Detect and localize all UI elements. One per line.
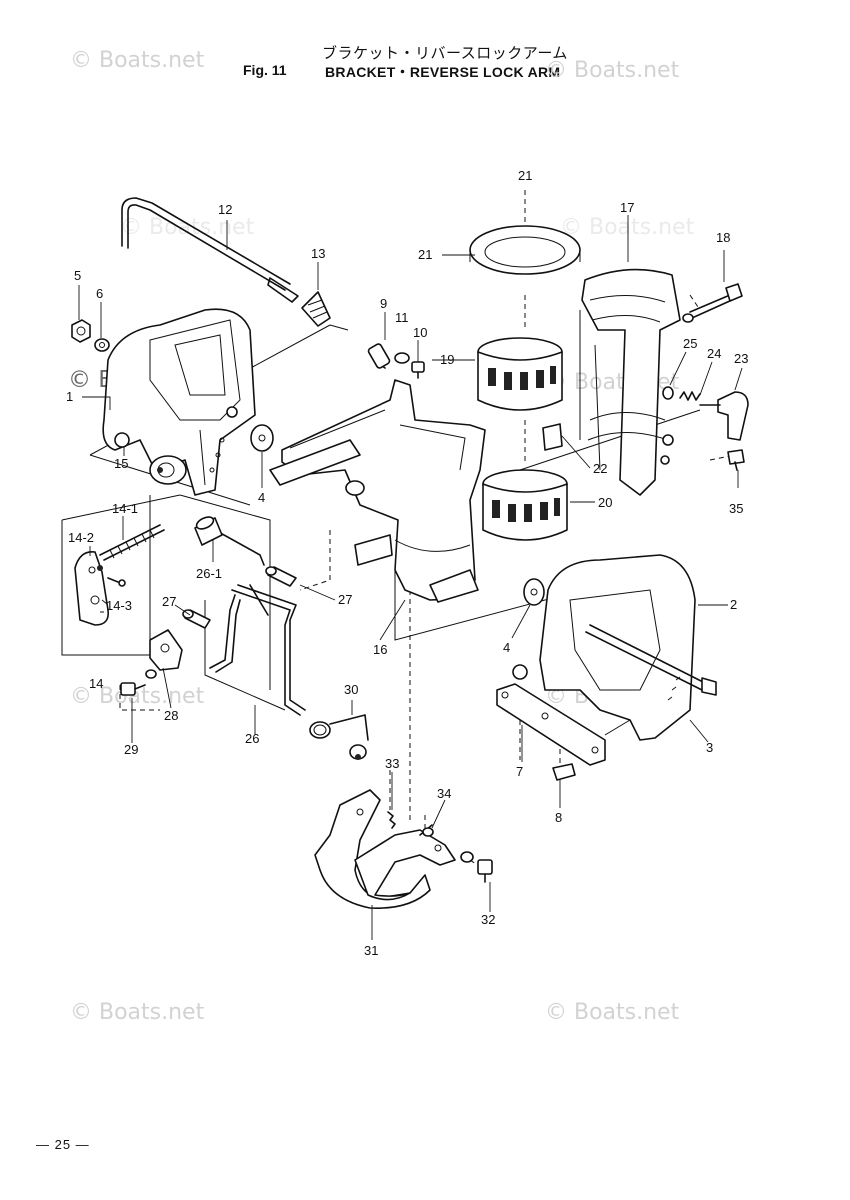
callout-label: 35 — [729, 501, 743, 516]
part-16-swivel-case — [269, 379, 486, 603]
part-14-lock-lever — [74, 551, 110, 626]
part-25-washer — [662, 386, 674, 400]
part-1-clamp-bracket-left — [102, 308, 256, 496]
callout-label: 17 — [620, 200, 634, 215]
callout-label: 13 — [311, 246, 325, 261]
callout-label: 25 — [683, 336, 697, 351]
callout-label: 16 — [373, 642, 387, 657]
part-28-bracket — [149, 629, 183, 671]
callout-label: 27 — [338, 592, 352, 607]
callout-label: 29 — [124, 742, 138, 757]
callout-label: 12 — [218, 202, 232, 217]
callout-label: 20 — [598, 495, 612, 510]
callout-label: 4 — [503, 640, 510, 655]
figure-title-japanese: ブラケット・リバースロックアーム — [322, 44, 568, 62]
page-number: — 25 — — [36, 1137, 90, 1152]
callout-label: 7 — [516, 764, 523, 779]
callout-label: 14-2 — [68, 530, 94, 545]
callout-label: 5 — [74, 268, 81, 283]
callout-label: 3 — [706, 740, 713, 755]
callout-label: 6 — [96, 286, 103, 301]
part-22-plate — [542, 423, 563, 451]
part-4-thrust-washer-right — [523, 578, 545, 606]
callout-label: 31 — [364, 943, 378, 958]
part-14-1-spring-shaft — [99, 524, 165, 561]
callout-label: 14-1 — [112, 501, 138, 516]
part-9-spring — [367, 343, 391, 369]
leader-lines — [78, 215, 743, 940]
watermark: © Boats.net — [120, 215, 255, 240]
callout-label: 33 — [385, 756, 399, 771]
part-10-bolt — [411, 361, 425, 379]
part-27-collar-upper — [265, 566, 297, 587]
callout-label: 2 — [730, 597, 737, 612]
part-5-nut — [71, 319, 91, 343]
part-4-thrust-washer-left — [250, 424, 274, 452]
callout-label: 26 — [245, 731, 259, 746]
part-35-screw — [727, 449, 745, 471]
watermark: © Boats.net — [70, 1000, 205, 1025]
part-3-clamp-bolt — [585, 624, 717, 696]
callout-label: 21 — [518, 168, 532, 183]
part-17-liner — [579, 268, 681, 496]
part-20-bearing-cage-lower — [482, 469, 568, 541]
part-8-screw — [552, 763, 576, 781]
part-13-tilt-grip — [301, 291, 331, 327]
part-26-1-bushing — [194, 516, 223, 546]
part-18-bolt — [682, 283, 743, 323]
callout-label: 22 — [593, 461, 607, 476]
watermark: © Boats.net — [70, 48, 205, 73]
callout-label: 23 — [734, 351, 748, 366]
part-14-2-pin — [97, 565, 103, 571]
watermark: © Boats.net — [545, 58, 680, 83]
callout-label: 19 — [440, 352, 454, 367]
part-23-knob — [699, 391, 749, 441]
callout-label: 30 — [344, 682, 358, 697]
callout-label: 26-1 — [196, 566, 222, 581]
callout-label: 28 — [164, 708, 178, 723]
callout-label: 18 — [716, 230, 730, 245]
callout-label: 27 — [162, 594, 176, 609]
callout-label: 34 — [437, 786, 451, 801]
callout-label: 14-3 — [106, 598, 132, 613]
part-33-spring — [387, 811, 396, 829]
callout-label: 9 — [380, 296, 387, 311]
callout-label: 24 — [707, 346, 721, 361]
callout-label: 4 — [258, 490, 265, 505]
figure-number: Fig. 11 — [243, 62, 287, 78]
callout-label: 14 — [89, 676, 103, 691]
callout-label: 10 — [413, 325, 427, 340]
part-30-spring — [309, 714, 369, 760]
callout-label: 11 — [395, 310, 409, 325]
part-29-bolt — [120, 669, 157, 696]
part-12-tilt-rod — [121, 197, 299, 303]
callout-label: 32 — [481, 912, 495, 927]
part-6-washer — [94, 338, 110, 352]
part-21-bushing-top — [469, 225, 581, 275]
part-31-reverse-lock-plate — [314, 789, 456, 909]
part-24-spring — [679, 391, 701, 401]
part-19-bearing-cage-upper — [477, 337, 563, 411]
callout-label: 8 — [555, 810, 562, 825]
watermark: © Boats.net — [545, 1000, 680, 1025]
callout-label: 21 — [418, 247, 432, 262]
figure-title-english: BRACKET・REVERSE LOCK ARM — [325, 64, 561, 80]
watermark: © Boats.net — [560, 215, 695, 240]
part-15-stern-bushing — [149, 455, 187, 485]
callout-labels: 1 2 3 4 4 5 6 7 8 9 10 11 12 13 14 14-1 … — [66, 168, 748, 958]
callout-label: 15 — [114, 456, 128, 471]
part-26-reverse-lock-arm — [209, 529, 306, 716]
part-14-3-pin — [107, 577, 126, 587]
part-34-pin — [419, 824, 434, 837]
part-32-bolt — [460, 851, 493, 883]
part-11-washer — [394, 352, 410, 364]
callout-label: 1 — [66, 389, 73, 404]
part-7-plate — [496, 683, 606, 766]
